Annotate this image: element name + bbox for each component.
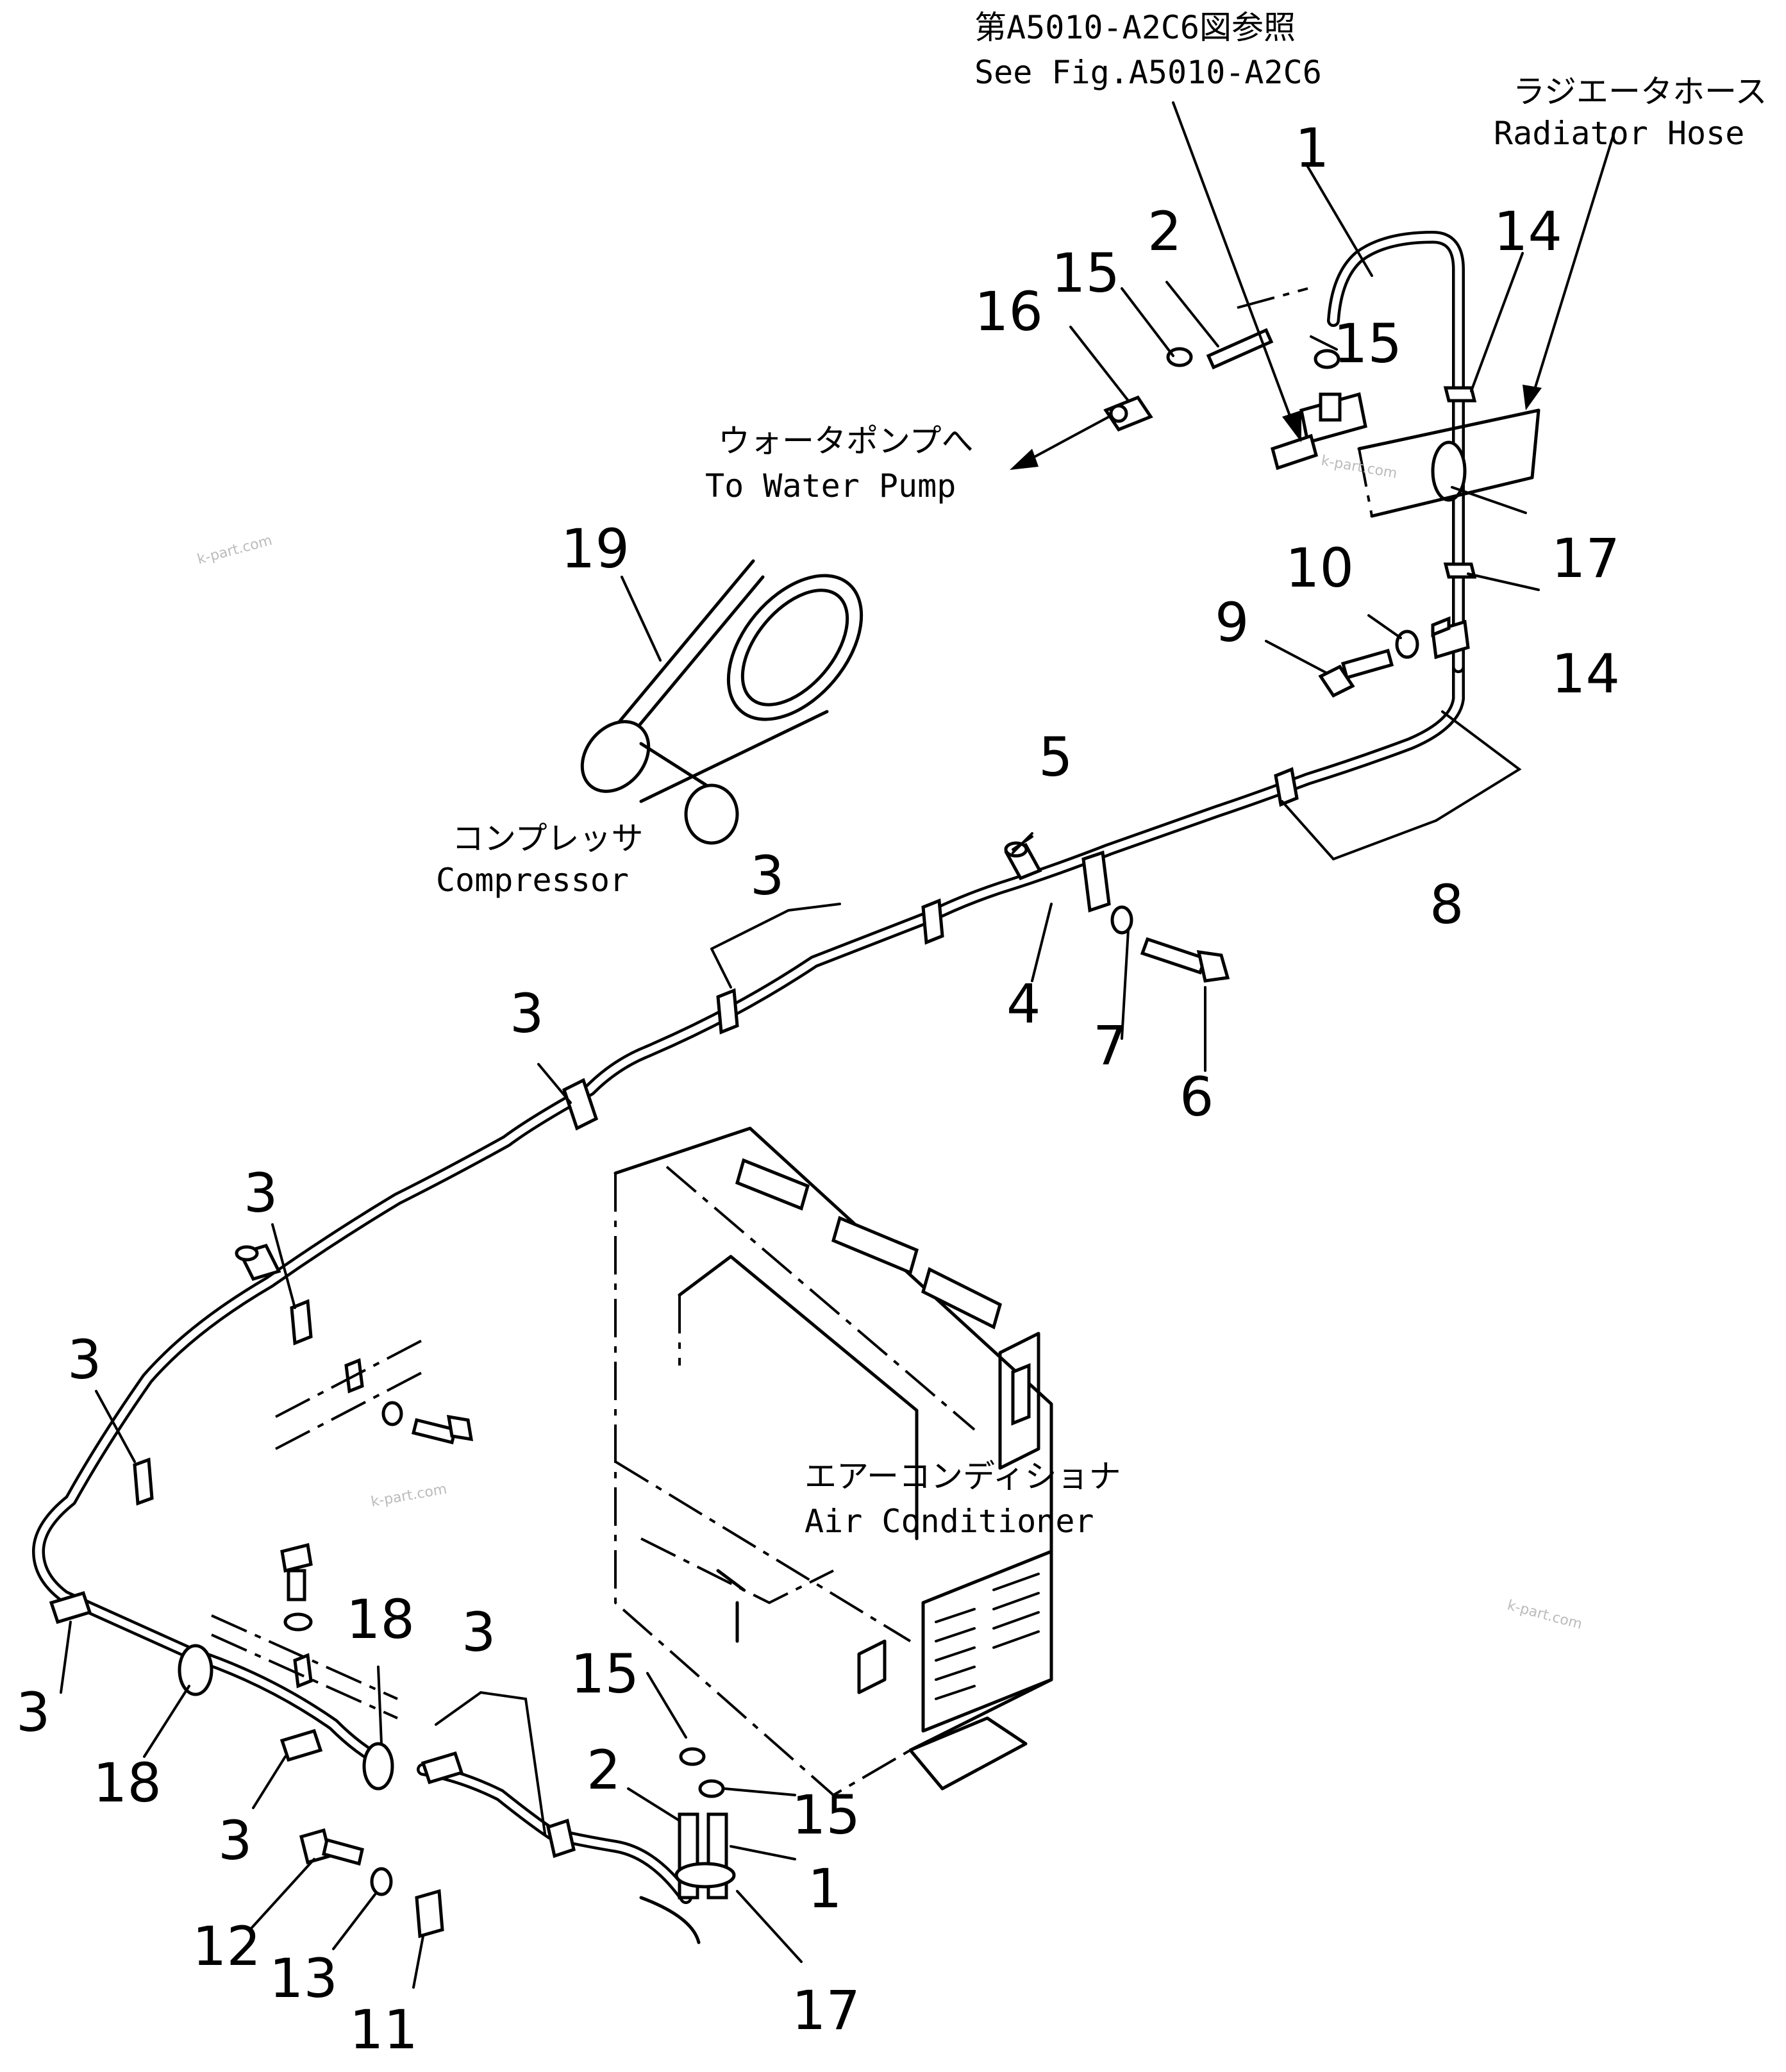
direction-arrows: [1010, 101, 1617, 851]
watermark-2: k-part.com: [370, 1481, 448, 1510]
callout-2-bottom: 2: [587, 1739, 621, 1801]
fasteners: [178, 328, 1477, 1939]
callout-4: 4: [1006, 973, 1040, 1035]
callout-17-bottom: 17: [792, 1979, 860, 2042]
callout-3-g: 3: [462, 1601, 496, 1664]
callout-2-top: 2: [1148, 200, 1181, 263]
callout-8: 8: [1430, 873, 1464, 936]
air-conditioner-en: Air Conditioner: [805, 1503, 1094, 1540]
water-pump-ja: ウォータポンプへ: [718, 422, 974, 460]
water-pump-en: To Water Pump: [705, 467, 956, 505]
callout-15-c: 15: [571, 1642, 639, 1705]
air-conditioner-unit: [613, 1126, 1053, 1797]
annotations: 第A5010-A2C6図参照 See Fig.A5010-A2C6 ラジエータホ…: [436, 9, 1767, 1540]
callout-3-b: 3: [510, 982, 544, 1045]
callout-19: 19: [561, 517, 630, 580]
watermark-1: k-part.com: [196, 533, 274, 568]
callout-1-top: 1: [1295, 117, 1329, 180]
callout-3-e: 3: [16, 1681, 50, 1744]
callout-14-top: 14: [1494, 200, 1562, 263]
callout-18-left: 18: [93, 1751, 162, 1814]
radiator-hose-ja: ラジエータホース: [1513, 73, 1767, 110]
part-callouts: 1 2 15 16 15 14 17 14 10 9 19 5 8 3 4 7 …: [16, 117, 1620, 2061]
callout-3-f: 3: [218, 1809, 252, 1872]
heater-pipe: [32, 231, 1465, 1944]
compressor-ja: コンプレッサ: [452, 820, 644, 857]
watermark-4: k-part.com: [1320, 453, 1398, 481]
leader-lines: [60, 165, 1540, 1989]
callout-7: 7: [1093, 1014, 1127, 1077]
radiator-hose: [1357, 408, 1540, 518]
callout-18-mid: 18: [346, 1588, 415, 1651]
callout-16: 16: [974, 280, 1043, 343]
callout-3-d: 3: [67, 1328, 101, 1391]
callout-3-c: 3: [244, 1162, 278, 1224]
watermarks: k-part.com k-part.com k-part.com k-part.…: [196, 453, 1584, 1633]
callout-15-a: 15: [1051, 242, 1120, 305]
assembly-guides: [211, 287, 1308, 1719]
callout-5: 5: [1039, 726, 1072, 789]
callout-13: 13: [269, 1947, 338, 2010]
callout-15-b: 15: [1333, 312, 1402, 375]
callout-10: 10: [1285, 537, 1354, 599]
callout-11: 11: [349, 1998, 418, 2061]
compressor-en: Compressor: [436, 862, 629, 899]
callout-14-lower: 14: [1551, 642, 1620, 705]
callout-15-d: 15: [792, 1784, 860, 1846]
callout-1-bottom: 1: [808, 1857, 842, 1920]
see-fig-en: See Fig.A5010-A2C6: [974, 54, 1322, 91]
pipe-clamps: [49, 767, 1299, 1859]
air-conditioner-ja: エアーコンディショナ: [805, 1458, 1121, 1495]
belt-compressor: [580, 559, 864, 845]
callout-17-top: 17: [1551, 527, 1620, 590]
callout-6: 6: [1180, 1065, 1214, 1128]
callout-3-a: 3: [750, 844, 784, 907]
watermark-3: k-part.com: [1505, 1598, 1583, 1633]
see-fig-ja: 第A5010-A2C6図参照: [974, 9, 1296, 46]
callout-9: 9: [1215, 591, 1249, 654]
radiator-hose-en: Radiator Hose: [1494, 115, 1744, 152]
callout-12: 12: [192, 1915, 261, 1978]
